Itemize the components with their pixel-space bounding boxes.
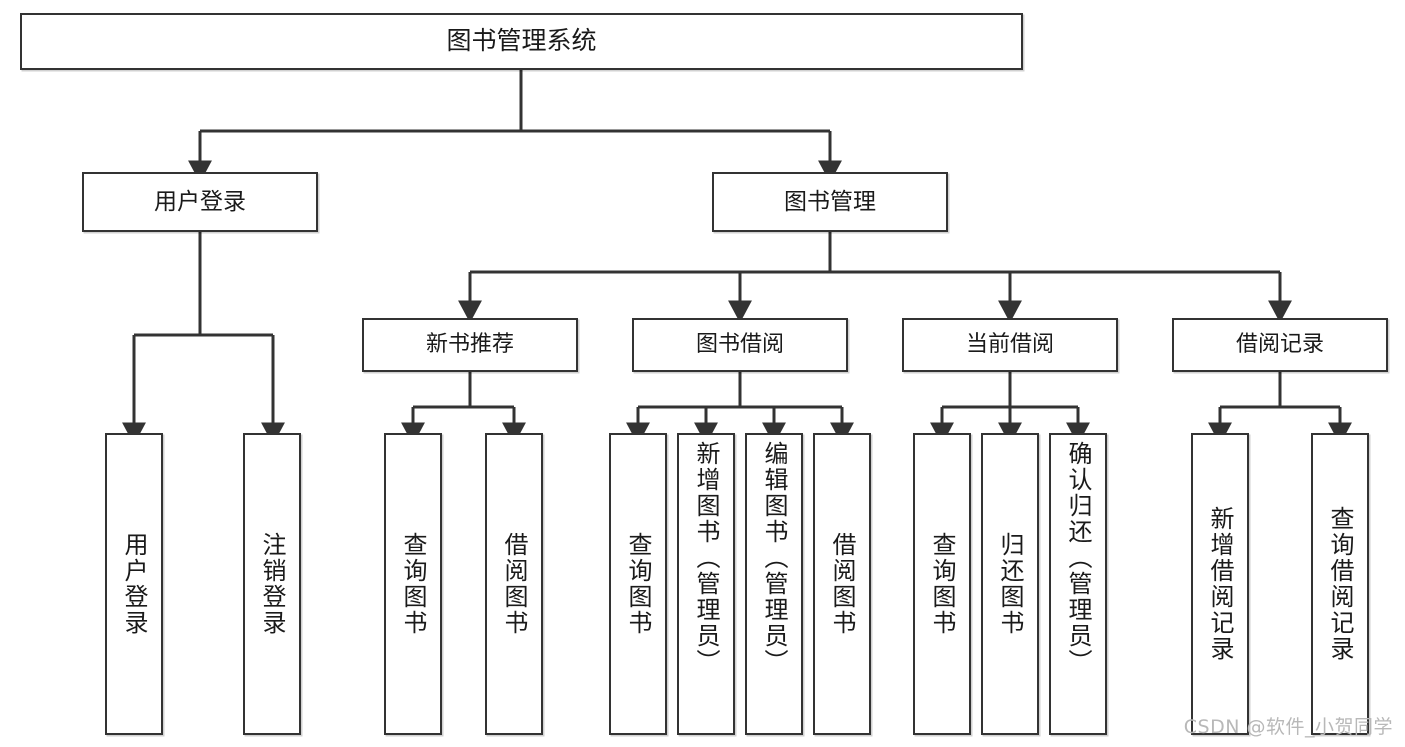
leaf-logout[interactable]: 注销登录 xyxy=(243,433,301,735)
leaf-query-book-recommend[interactable]: 查询图书 xyxy=(384,433,442,735)
leaf-user-login-label: 用户登录 xyxy=(120,532,148,636)
node-root[interactable]: 图书管理系统 xyxy=(20,13,1023,70)
node-current-borrow-label: 当前借阅 xyxy=(965,331,1054,357)
leaf-add-borrow-record-label: 新增借阅记录 xyxy=(1206,506,1234,662)
node-new-book-recommend-label: 新书推荐 xyxy=(425,331,514,357)
leaf-return-book[interactable]: 归还图书 xyxy=(981,433,1039,735)
node-user-login-label: 用户登录 xyxy=(154,188,246,215)
leaf-query-borrow-record-label: 查询借阅记录 xyxy=(1326,506,1354,662)
leaf-edit-book-admin[interactable]: 编辑图书（管理员） xyxy=(745,433,803,735)
leaf-add-book-admin-label: 新增图书（管理员） xyxy=(692,441,720,675)
leaf-borrow-book[interactable]: 借阅图书 xyxy=(813,433,871,735)
node-book-management-label: 图书管理 xyxy=(784,188,876,215)
node-borrow-records[interactable]: 借阅记录 xyxy=(1172,318,1388,372)
leaf-borrow-book-recommend-label: 借阅图书 xyxy=(500,532,528,636)
leaf-add-book-admin[interactable]: 新增图书（管理员） xyxy=(677,433,735,735)
leaf-confirm-return-admin-label: 确认归还（管理员） xyxy=(1064,441,1092,675)
leaf-borrow-book-label: 借阅图书 xyxy=(828,532,856,636)
node-root-label: 图书管理系统 xyxy=(446,26,597,56)
leaf-user-login[interactable]: 用户登录 xyxy=(105,433,163,735)
node-current-borrow[interactable]: 当前借阅 xyxy=(902,318,1118,372)
leaf-add-borrow-record[interactable]: 新增借阅记录 xyxy=(1191,433,1249,735)
leaf-return-book-label: 归还图书 xyxy=(996,532,1024,636)
leaf-query-borrow-record[interactable]: 查询借阅记录 xyxy=(1311,433,1369,735)
leaf-edit-book-admin-label: 编辑图书（管理员） xyxy=(760,441,788,675)
node-borrow-records-label: 借阅记录 xyxy=(1235,331,1324,357)
node-user-login[interactable]: 用户登录 xyxy=(82,172,318,232)
csdn-watermark: CSDN @软件_小贺同学 xyxy=(1183,716,1393,738)
node-book-borrow-label: 图书借阅 xyxy=(695,331,784,357)
leaf-query-book-current[interactable]: 查询图书 xyxy=(913,433,971,735)
leaf-query-book-recommend-label: 查询图书 xyxy=(399,532,427,636)
node-book-management[interactable]: 图书管理 xyxy=(712,172,948,232)
leaf-borrow-book-recommend[interactable]: 借阅图书 xyxy=(485,433,543,735)
leaf-query-book-borrow-label: 查询图书 xyxy=(624,532,652,636)
node-new-book-recommend[interactable]: 新书推荐 xyxy=(362,318,578,372)
leaf-confirm-return-admin[interactable]: 确认归还（管理员） xyxy=(1049,433,1107,735)
leaf-logout-label: 注销登录 xyxy=(258,532,286,636)
node-book-borrow[interactable]: 图书借阅 xyxy=(632,318,848,372)
leaf-query-book-current-label: 查询图书 xyxy=(928,532,956,636)
leaf-query-book-borrow[interactable]: 查询图书 xyxy=(609,433,667,735)
